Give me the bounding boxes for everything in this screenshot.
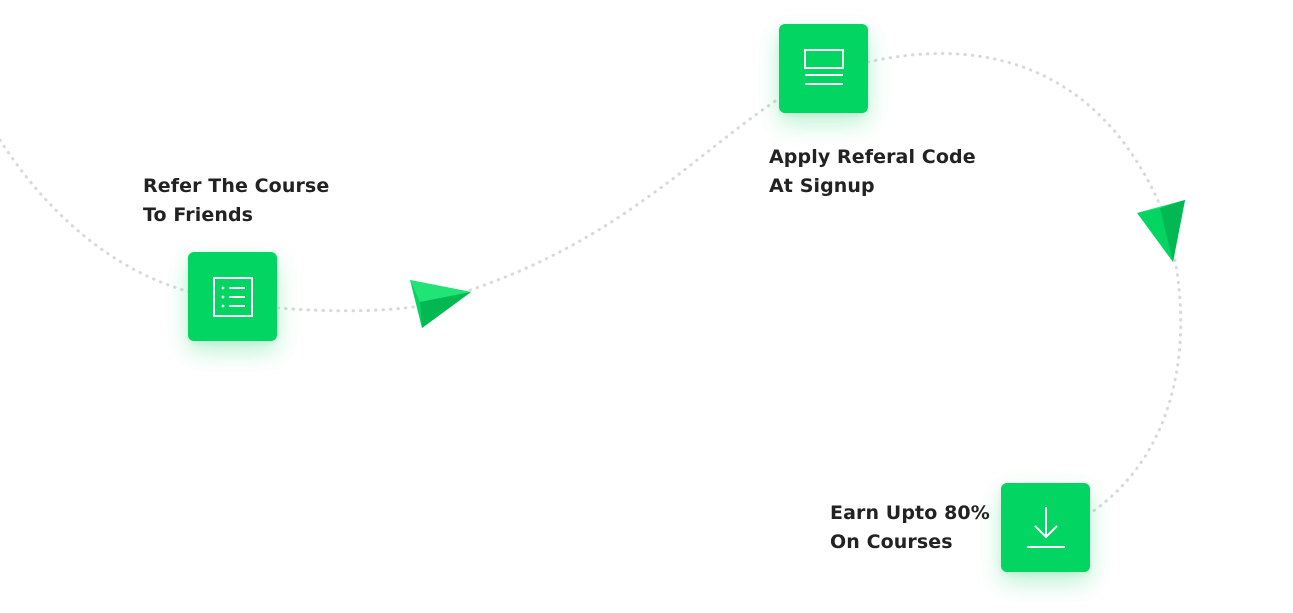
step-1-label-line1: Refer The Course [143, 175, 330, 197]
dotted-path-line [0, 52, 1183, 514]
step-1-label: Refer The Course To Friends [143, 172, 329, 230]
list-icon [212, 276, 253, 317]
paper-plane-icon [1137, 200, 1185, 262]
step-3-tile [1001, 483, 1090, 572]
paper-plane-icon [410, 280, 471, 328]
step-2-label-line1: Apply Referal Code [769, 146, 976, 168]
step-2-tile [779, 24, 868, 113]
step-1-label-line2: To Friends [143, 204, 254, 226]
step-3-label-line2: On Courses [830, 531, 953, 553]
download-icon [1026, 506, 1065, 548]
step-2-label-line2: At Signup [769, 175, 875, 197]
step-2-label: Apply Referal Code At Signup [769, 143, 976, 201]
step-3-label-line1: Earn Upto 80% [830, 502, 990, 524]
step-1-tile [188, 252, 277, 341]
monitor-icon [803, 48, 844, 85]
step-3-label: Earn Upto 80% On Courses [830, 499, 990, 557]
